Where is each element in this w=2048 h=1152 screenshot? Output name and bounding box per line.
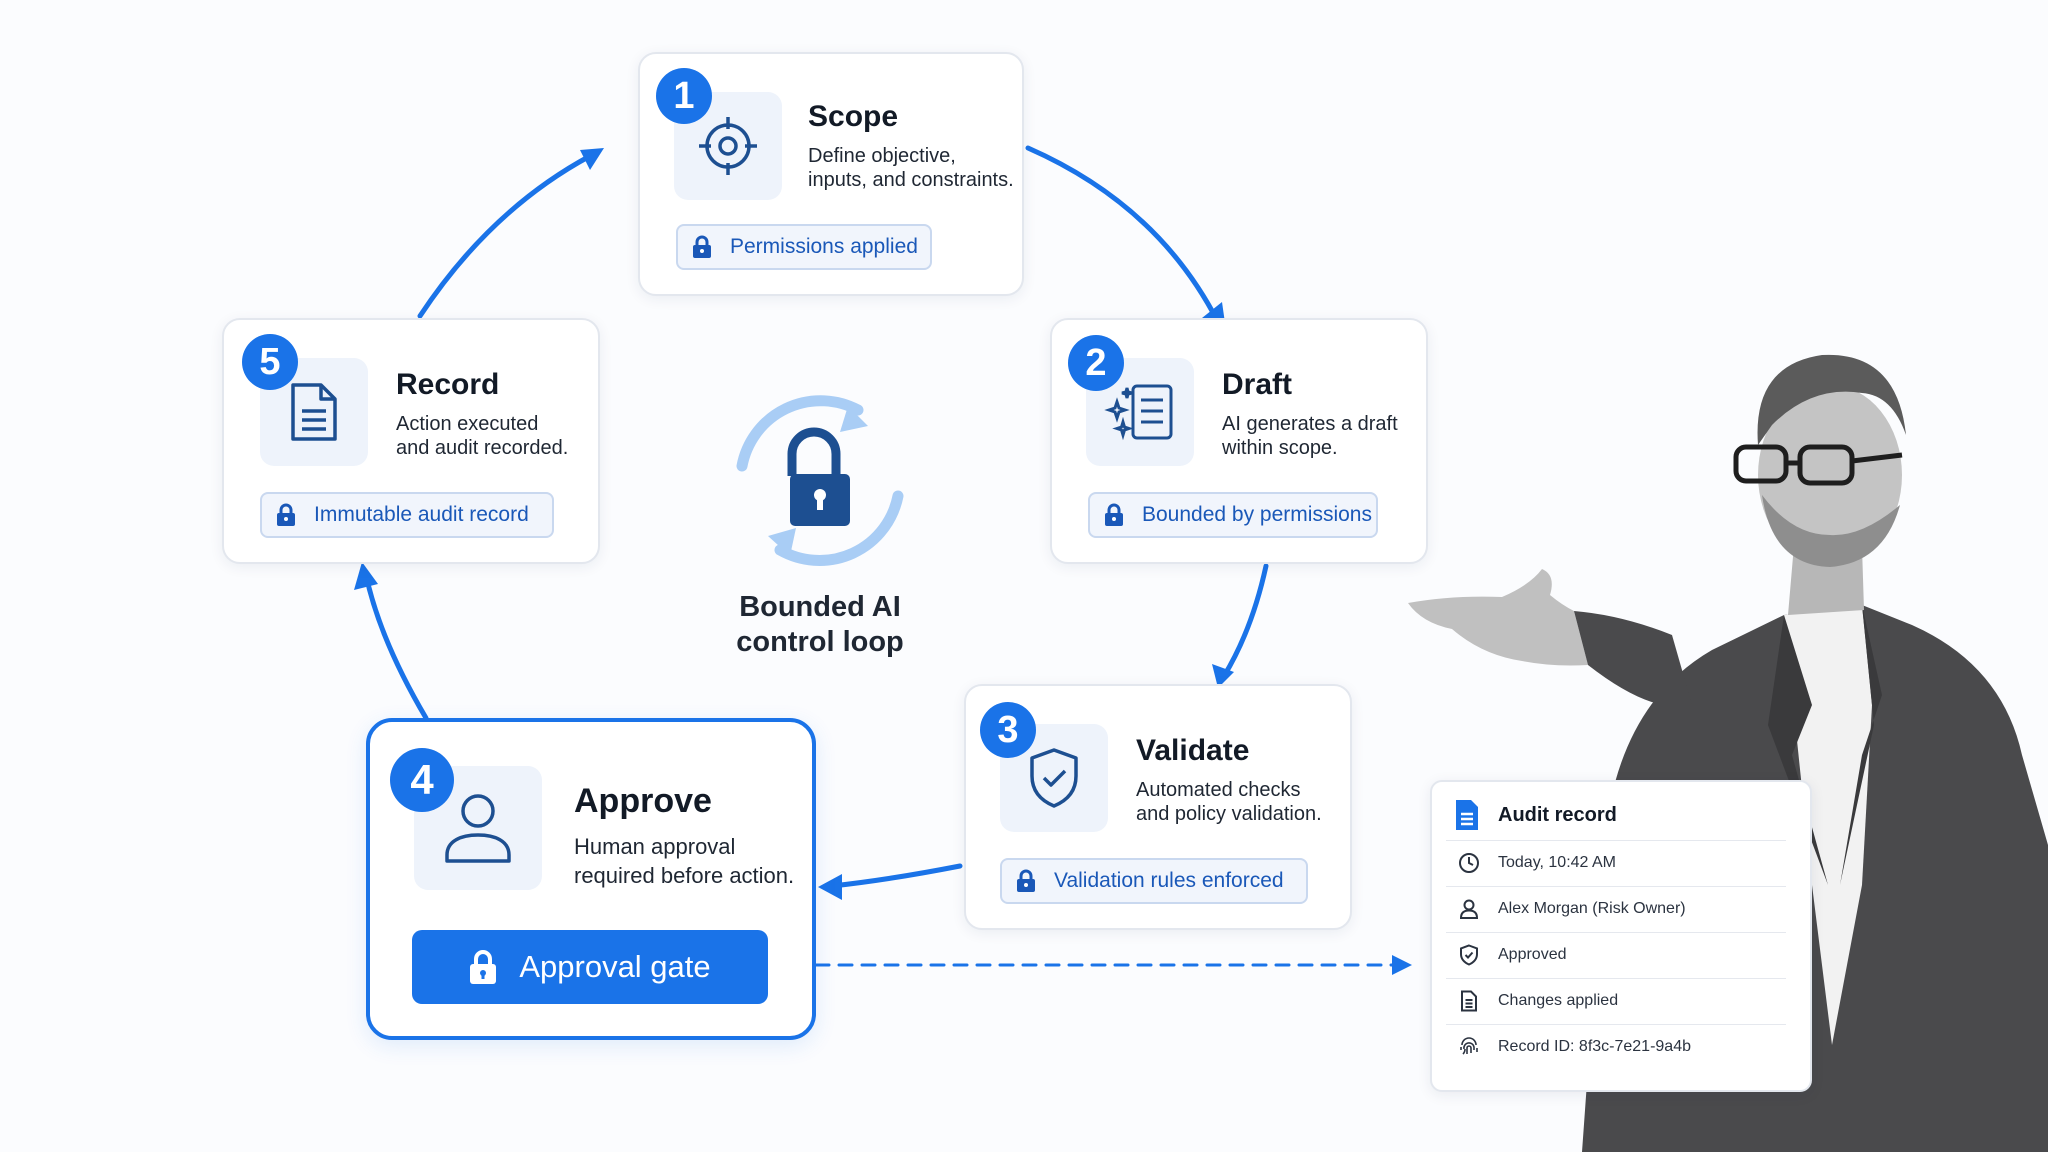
desc-line: inputs, and constraints.	[808, 169, 1014, 191]
desc-line: Automated checks	[1136, 779, 1301, 801]
audit-row-text: Today, 10:42 AM	[1498, 853, 1616, 871]
step-title: Draft	[1222, 368, 1293, 401]
lock-icon	[277, 503, 295, 526]
arrowhead	[354, 562, 378, 590]
chip-label: Permissions applied	[730, 235, 918, 258]
desc-line: and policy validation.	[1136, 803, 1322, 825]
arrowhead	[580, 148, 604, 170]
step-title: Record	[396, 368, 500, 401]
step-card-approve[interactable]: Approve Human approval required before a…	[366, 718, 816, 1040]
bounded-chip: Bounded by permissions	[1088, 492, 1378, 538]
audit-row: Today, 10:42 AM	[1446, 840, 1786, 884]
shield-check-icon	[1460, 943, 1478, 966]
audit-record-panel: Audit record Today, 10:42 AM Alex Morgan…	[1430, 780, 1812, 1092]
step-number-badge: 4	[390, 748, 454, 812]
document-icon	[291, 383, 337, 441]
step-description: Action executed and audit recorded.	[396, 412, 636, 460]
sparkle-list-icon	[1104, 384, 1173, 441]
presenter-person-image	[1408, 354, 2048, 1152]
desc-line: AI generates a draft	[1222, 413, 1398, 435]
step-card-scope[interactable]: Scope Define objective, inputs, and cons…	[638, 52, 1024, 296]
fingerprint-icon	[1460, 1036, 1478, 1055]
target-icon	[699, 117, 757, 175]
circular-arrows-icon	[736, 395, 904, 566]
lock-icon	[693, 235, 711, 258]
center-label: Bounded AI control loop	[700, 590, 940, 660]
arrow-approve-to-record	[363, 572, 429, 721]
arrowhead	[1392, 955, 1412, 975]
audit-row-text: Alex Morgan (Risk Owner)	[1498, 899, 1686, 917]
document-icon	[1461, 990, 1477, 1011]
step-number-badge: 1	[656, 68, 712, 124]
desc-line: Define objective,	[808, 145, 956, 167]
chip-label: Validation rules enforced	[1054, 869, 1284, 892]
step-card-record[interactable]: Record Action executed and audit recorde…	[222, 318, 600, 564]
step-description: Human approval required before action.	[574, 832, 804, 890]
audit-row: Approved	[1446, 932, 1786, 976]
step-title: Scope	[808, 100, 899, 133]
step-description: AI generates a draft within scope.	[1222, 412, 1462, 460]
arrow-validate-to-approve	[829, 863, 963, 889]
audit-row: Changes applied	[1446, 978, 1786, 1022]
desc-line: within scope.	[1222, 437, 1338, 459]
step-number-badge: 3	[980, 702, 1036, 758]
audit-row: Alex Morgan (Risk Owner)	[1446, 886, 1786, 930]
user-icon	[1459, 899, 1479, 919]
arrowhead	[818, 874, 842, 900]
arrow-record-to-scope	[417, 153, 593, 319]
desc-line: and audit recorded.	[396, 437, 569, 459]
document-icon	[1456, 800, 1478, 830]
center-loop-icon	[718, 378, 922, 582]
approval-gate-button[interactable]: Approval gate	[412, 930, 768, 1004]
arrow-draft-to-validate	[1221, 563, 1269, 679]
audit-row-text: Record ID: 8f3c-7e21-9a4b	[1498, 1037, 1691, 1055]
chip-label: Bounded by permissions	[1142, 503, 1372, 526]
lock-icon	[1017, 869, 1035, 892]
desc-line: Action executed	[396, 413, 539, 435]
center-label-line1: Bounded AI	[739, 591, 901, 623]
arrow-scope-to-draft	[1025, 145, 1221, 325]
step-title: Approve	[574, 782, 712, 820]
clock-icon	[1459, 852, 1479, 873]
desc-line: Human approval	[574, 834, 736, 859]
audit-chip: Immutable audit record	[260, 492, 554, 538]
step-number-badge: 2	[1068, 335, 1124, 391]
shield-check-icon	[1030, 748, 1078, 808]
step-icon-box	[414, 766, 542, 890]
validation-chip: Validation rules enforced	[1000, 858, 1308, 904]
center-label-line2: control loop	[736, 626, 904, 658]
audit-row-text: Changes applied	[1498, 991, 1619, 1009]
audit-row: Record ID: 8f3c-7e21-9a4b	[1446, 1024, 1786, 1068]
arrowhead	[1212, 664, 1234, 688]
lock-icon	[470, 950, 497, 984]
gate-label: Approval gate	[519, 949, 711, 984]
step-description: Automated checks and policy validation.	[1136, 778, 1376, 826]
permissions-chip: Permissions applied	[676, 224, 932, 270]
step-card-validate[interactable]: Validate Automated checks and policy val…	[964, 684, 1352, 930]
audit-header: Audit record	[1454, 798, 1617, 832]
chip-label: Immutable audit record	[314, 503, 529, 526]
step-number-badge: 5	[242, 334, 298, 390]
audit-title: Audit record	[1498, 803, 1617, 826]
audit-row-text: Approved	[1498, 945, 1567, 963]
step-description: Define objective, inputs, and constraint…	[808, 144, 1028, 192]
step-title: Validate	[1136, 734, 1250, 767]
lock-icon	[1105, 503, 1123, 526]
desc-line: required before action.	[574, 863, 795, 888]
user-icon	[445, 794, 511, 863]
